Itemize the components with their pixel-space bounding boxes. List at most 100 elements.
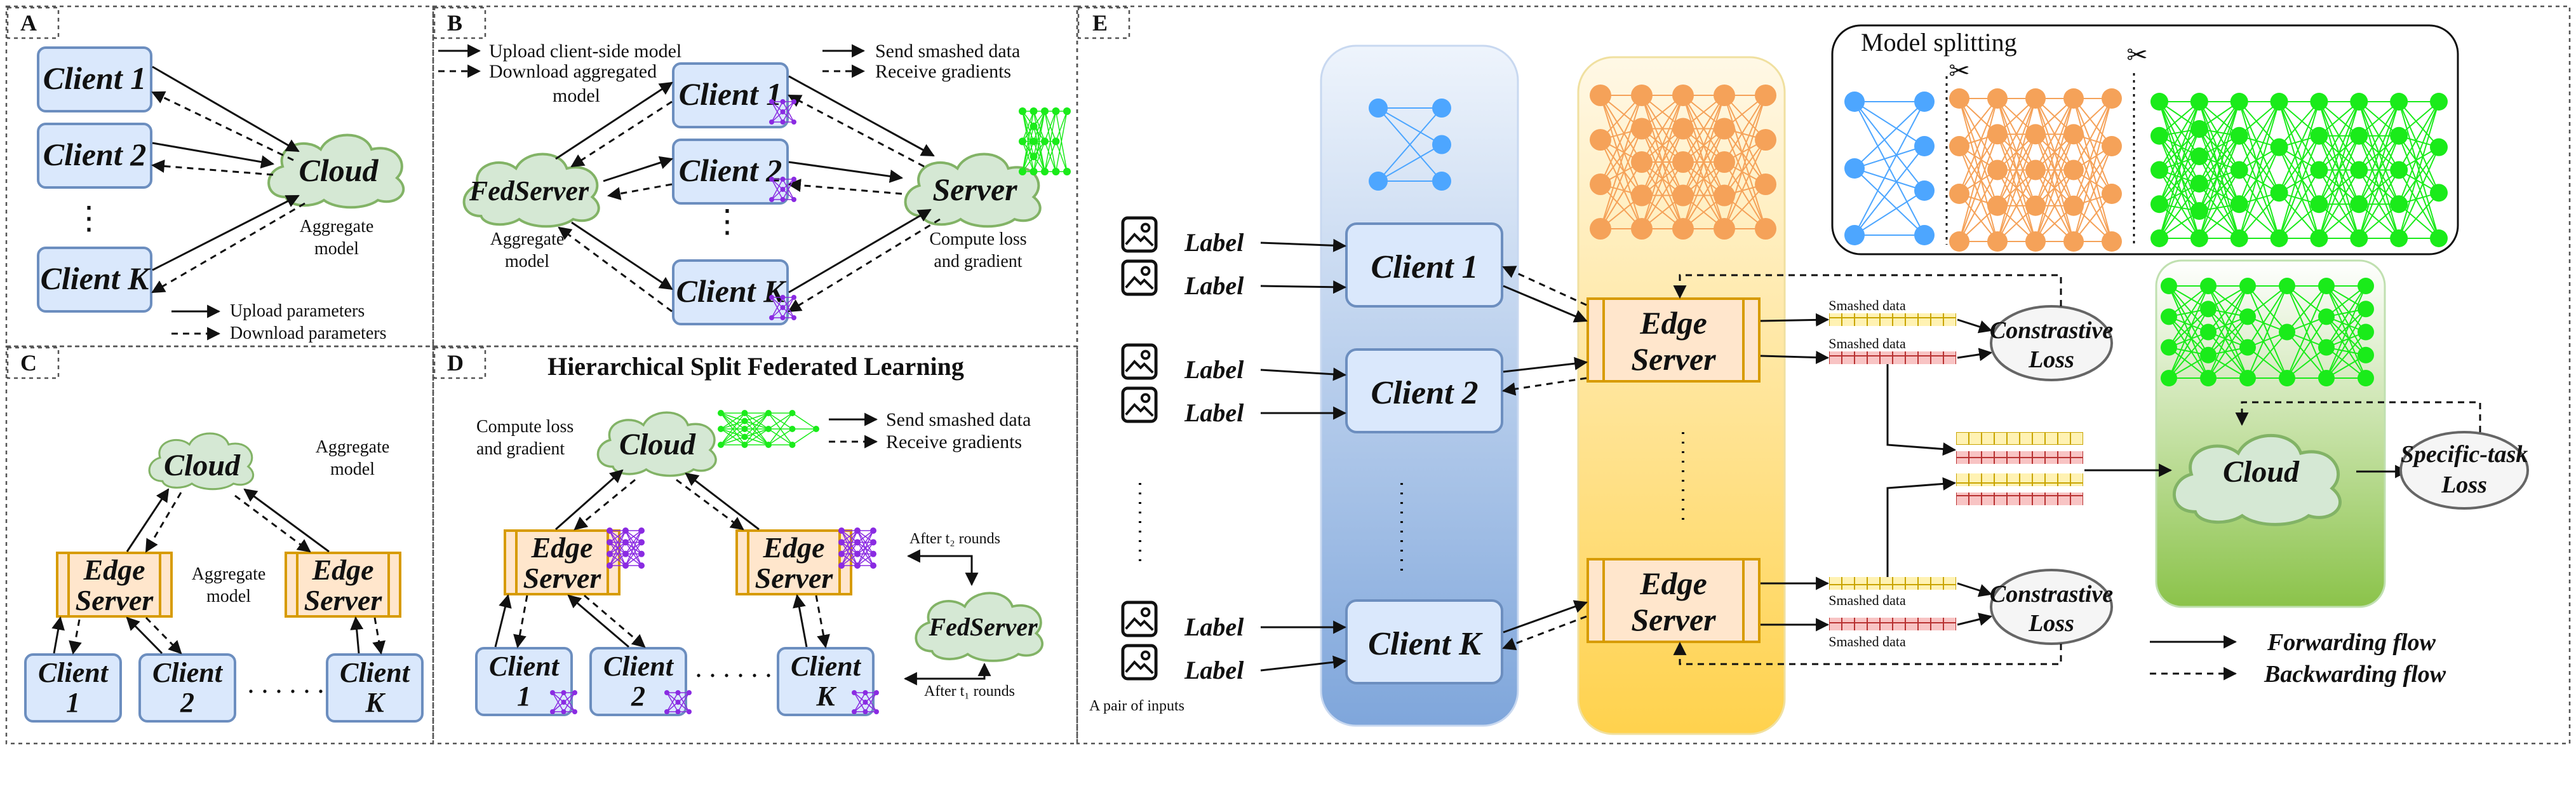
svg-text:Loss: Loss (2441, 472, 2487, 498)
neural-network-icon (607, 527, 645, 569)
svg-text:Cloud: Cloud (619, 428, 696, 461)
image-icon (1123, 345, 1156, 378)
panel-c: Cloud Aggregate model Edge Server Edge S… (24, 432, 424, 723)
svg-text:Backwarding flow: Backwarding flow (2264, 661, 2446, 688)
client-k-box (37, 247, 152, 313)
neural-network-icon (1369, 98, 1451, 191)
neural-network-icon (664, 690, 692, 714)
svg-text:Download aggregated: Download aggregated (489, 61, 657, 82)
svg-text:Edge: Edge (1639, 566, 1707, 601)
client-k-label: Client K (41, 261, 152, 296)
svg-text:Client K: Client K (676, 273, 788, 309)
svg-text:Client: Client (791, 651, 862, 682)
image-icon (1123, 646, 1156, 679)
panel-e-border (1076, 5, 2571, 745)
panel-label-b: B (447, 10, 462, 36)
svg-text:Upload parameters: Upload parameters (230, 301, 365, 321)
svg-text:Label: Label (1184, 656, 1244, 684)
svg-text:2: 2 (180, 687, 194, 718)
svg-text:Edge: Edge (530, 531, 593, 564)
svg-text:Send smashed data: Send smashed data (886, 409, 1031, 430)
svg-text:Client 1: Client 1 (679, 76, 782, 112)
svg-text:After t₂ rounds: After t₂ rounds (909, 531, 1000, 547)
svg-text:1: 1 (66, 687, 80, 718)
neural-network-icon (718, 410, 819, 448)
svg-text:Smashed data: Smashed data (1828, 592, 1906, 608)
svg-text:Upload client-side model: Upload client-side model (489, 41, 681, 62)
svg-text:Client 1: Client 1 (1371, 249, 1478, 285)
scissors-icon-1: ✂ (1949, 57, 1970, 85)
neural-network-icon (1949, 88, 2122, 252)
client-2-box (37, 123, 152, 189)
svg-text:model: model (314, 239, 359, 259)
svg-text:Smashed data: Smashed data (1828, 634, 1906, 649)
panel-b: Upload client-side model Download aggreg… (438, 41, 1071, 325)
panel-label-e: E (1092, 10, 1108, 36)
svg-text:Receive gradients: Receive gradients (886, 431, 1022, 452)
svg-text:Cloud: Cloud (164, 449, 241, 482)
svg-text:Aggregate: Aggregate (192, 564, 266, 584)
svg-text:Server: Server (76, 584, 154, 616)
cloud-label: Cloud (299, 153, 379, 188)
svg-text:Client: Client (152, 657, 224, 688)
svg-text:Server: Server (932, 172, 1017, 207)
model-splitting-title: Model splitting (1861, 28, 2017, 57)
svg-text:Client 2: Client 2 (1371, 375, 1478, 411)
svg-text:Cloud: Cloud (2223, 455, 2300, 489)
svg-text:Client 2: Client 2 (679, 153, 782, 188)
svg-text:K: K (815, 681, 836, 712)
panel-d-title: Hierarchical Split Federated Learning (547, 352, 964, 381)
client-1-box (37, 46, 152, 112)
nn-icon-d (550, 410, 879, 714)
neural-network-icon (852, 690, 879, 714)
svg-text:After t₁ rounds: After t₁ rounds (924, 683, 1015, 700)
image-icon (1123, 261, 1156, 294)
panel-label-a: A (20, 10, 37, 36)
svg-text:K: K (365, 687, 386, 718)
svg-text:Download parameters: Download parameters (230, 323, 386, 343)
neural-network-icon (1844, 92, 1935, 245)
svg-text:Label: Label (1184, 613, 1244, 641)
svg-text:Server: Server (1631, 602, 1716, 637)
svg-text:Client: Client (603, 651, 674, 682)
edge-server-top: Edge Server (1587, 297, 1761, 383)
svg-text:. . . . . .: . . . . . . (248, 668, 325, 699)
svg-text:Send smashed data: Send smashed data (875, 41, 1020, 62)
smashed-buffers-top: Smashed data Smashed data (1828, 297, 1956, 364)
neural-network-icon (769, 177, 796, 202)
svg-text:Server: Server (755, 562, 834, 594)
svg-text:Label: Label (1184, 228, 1244, 257)
client-1-label: Client 1 (43, 60, 147, 96)
svg-text:model: model (553, 85, 600, 106)
svg-text:FedServer: FedServer (928, 613, 1038, 641)
svg-text:Aggregate: Aggregate (316, 437, 390, 457)
svg-text:Specific-task: Specific-task (2401, 441, 2528, 468)
panel-e: Model splitting ✂ ✂ Client 1 Client 2 Cl… (1089, 24, 2529, 735)
image-icon (1123, 218, 1156, 251)
svg-text:2: 2 (631, 681, 645, 712)
neural-network-icon (550, 690, 577, 714)
svg-text:Constrastive: Constrastive (1990, 317, 2113, 344)
svg-text:Label: Label (1184, 355, 1244, 384)
svg-text:Smashed data: Smashed data (1828, 297, 1906, 313)
svg-text:FedServer: FedServer (469, 175, 589, 207)
panel-a-border (5, 5, 434, 348)
svg-text:Client: Client (489, 651, 560, 682)
svg-text:Compute loss: Compute loss (929, 229, 1026, 249)
scissors-icon-2: ✂ (2126, 41, 2148, 69)
svg-text:Constrastive: Constrastive (1990, 581, 2113, 608)
svg-text:Loss: Loss (2028, 610, 2074, 637)
svg-text:and gradient: and gradient (476, 439, 565, 459)
panel-label-d: D (447, 350, 464, 376)
nn-icons-e (1369, 85, 2448, 386)
svg-text:1: 1 (517, 681, 531, 712)
svg-text:Edge: Edge (311, 554, 373, 586)
neural-network-icon (838, 527, 876, 569)
panel-label-c: C (20, 350, 37, 376)
svg-text:Client K: Client K (1368, 626, 1483, 662)
svg-text:model: model (505, 252, 549, 271)
svg-text:model: model (330, 459, 375, 479)
svg-text:Client: Client (340, 657, 411, 688)
neural-network-icon (2150, 93, 2448, 247)
